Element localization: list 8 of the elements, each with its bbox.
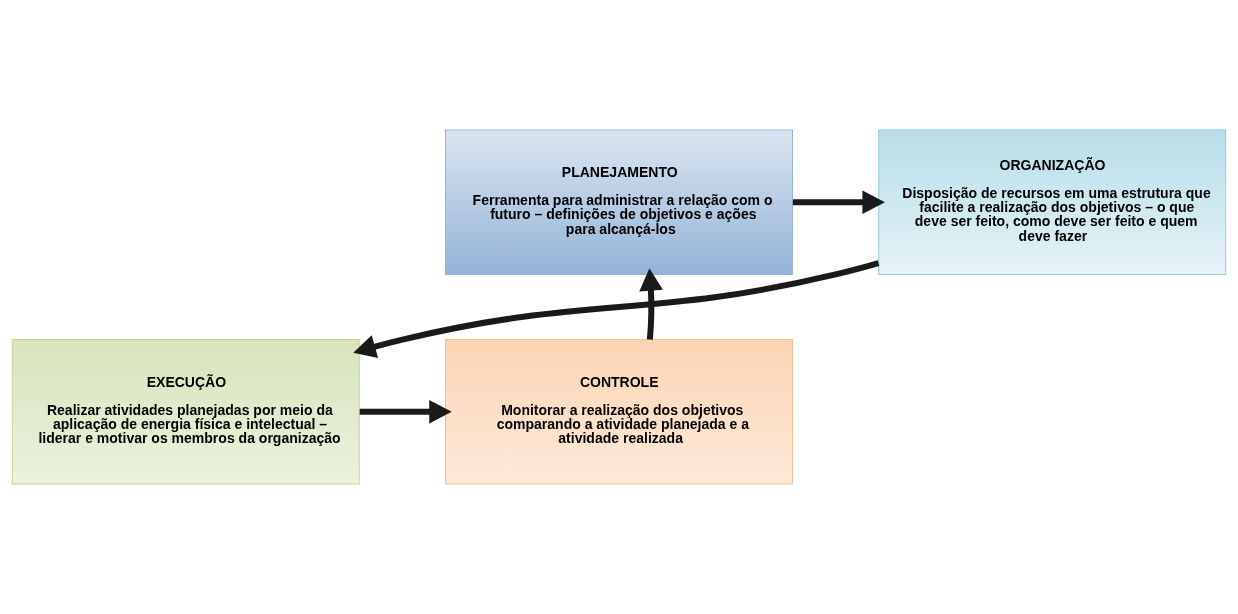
arrow <box>792 190 885 215</box>
arrow <box>359 399 452 424</box>
arrow <box>353 260 880 358</box>
node-box: ORGANIZAÇÃO Disposição de recursos em uma estrutura que facilite a realização dos objetivos – o que deve ser feito, como deve ser feito e quem deve fazer <box>878 129 1227 275</box>
node-box: PLANEJAMENTO Ferramenta para administrar a relação com o futuro – definições de objetivos e ações para alcançá-los <box>445 129 793 275</box>
node-box: EXECUÇÃO Realizar atividades planejadas por meio da aplicação de energia física e intelectual – liderar e motivar os membros da organização <box>11 339 360 485</box>
node-box: CONTROLE Monitorar a realização dos objetivos comparando a atividade planejada e a atividade realizada <box>445 339 793 485</box>
arrow <box>639 268 663 340</box>
